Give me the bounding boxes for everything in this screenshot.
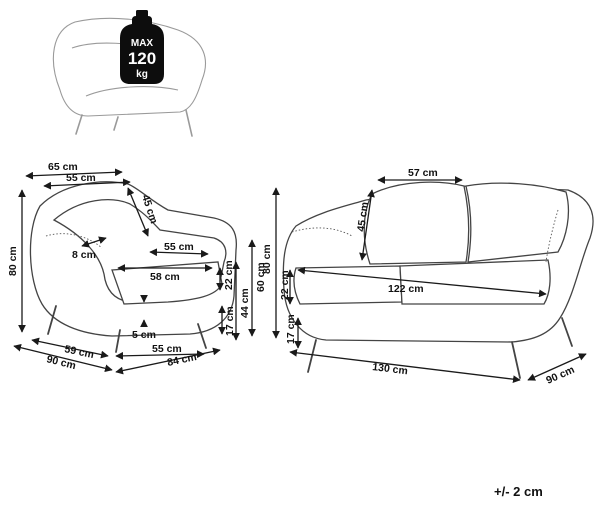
armchair-seat-cushion-label: 22 cm bbox=[223, 260, 235, 290]
sofa-back-width-label: 57 cm bbox=[408, 167, 438, 179]
weight-max-label: MAX bbox=[131, 38, 154, 49]
armchair-seat-depth-label: 55 cm bbox=[164, 241, 194, 253]
tolerance-note: +/- 2 cm bbox=[494, 484, 543, 499]
sofa-leg-height-label: 17 cm bbox=[285, 314, 297, 344]
sofa-total-width-label: 130 cm bbox=[372, 361, 409, 377]
sofa-dimension-lines bbox=[272, 176, 587, 384]
armchair-total-height-label: 80 cm bbox=[7, 246, 19, 276]
sofa-backrest-height-label: 45 cm bbox=[355, 201, 371, 232]
weight-icon: MAX 120 kg bbox=[120, 10, 164, 84]
sofa-drawing bbox=[282, 181, 594, 379]
sofa-total-height-label: 80 cm bbox=[261, 244, 273, 274]
armchair-total-depth-side-label: 60 cm bbox=[255, 262, 267, 292]
armchair-armrest-width-label: 8 cm bbox=[72, 249, 96, 261]
armchair-seat-width-top-label: 55 cm bbox=[66, 172, 96, 184]
armchair-ground-clearance-label: 5 cm bbox=[132, 329, 156, 341]
armchair-overall-width-label: 65 cm bbox=[48, 161, 78, 173]
armchair-seat-width-label: 58 cm bbox=[150, 271, 180, 283]
weight-unit: kg bbox=[136, 69, 148, 80]
sofa-seat-cushion-label: 22 cm bbox=[279, 270, 291, 300]
sofa-seat-width-label: 122 cm bbox=[388, 283, 424, 295]
armchair-leg-height-label: 17 cm bbox=[224, 306, 236, 336]
sofa-depth-label: 90 cm bbox=[544, 364, 576, 387]
weight-value: 120 bbox=[128, 49, 156, 68]
armchair-base-width-label: 55 cm bbox=[152, 343, 182, 355]
armchair-seat-height-label: 44 cm bbox=[239, 288, 251, 318]
armchair-drawing bbox=[29, 181, 238, 353]
armchair-dimension-lines bbox=[13, 168, 256, 375]
weight-capacity-illustration: MAX 120 kg bbox=[52, 10, 206, 137]
